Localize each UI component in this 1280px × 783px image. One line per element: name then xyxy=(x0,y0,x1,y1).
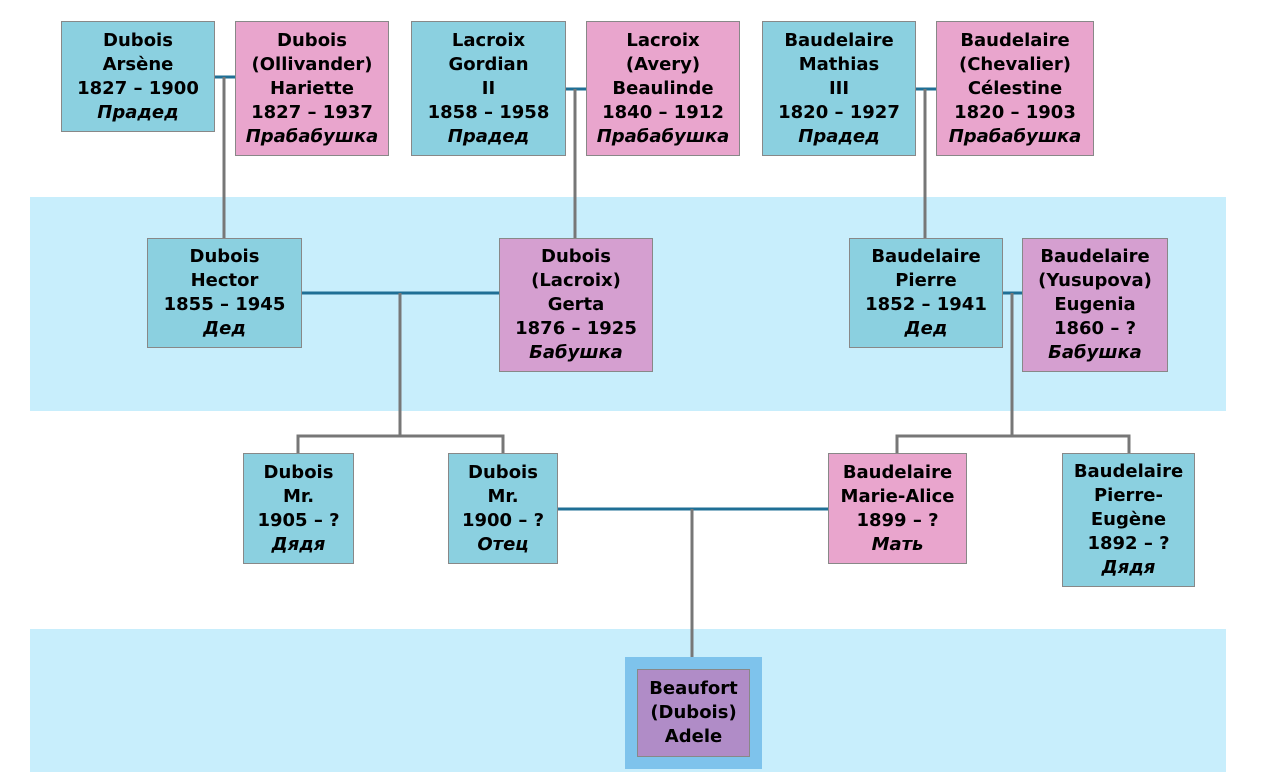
person-text-line: 1905 – ? xyxy=(257,509,340,531)
descent-lines xyxy=(222,77,1131,657)
person-text-line: Baudelaire xyxy=(842,461,953,483)
descent-line-hector-children xyxy=(296,293,505,453)
person-text-line: (Lacroix) xyxy=(531,270,621,291)
person-text-line: Hariette xyxy=(270,77,354,99)
person-text-line: 1820 – 1903 xyxy=(954,101,1076,123)
person-card-beaufort-adele[interactable]: Beaufort (Dubois) Adele xyxy=(637,669,750,757)
person-text-line: Gordian xyxy=(448,53,529,75)
person-role-label: Отец xyxy=(477,533,529,555)
person-text-line: Lacroix xyxy=(626,29,700,51)
person-role-label: Прадед xyxy=(447,125,530,147)
person-text-line: Dubois xyxy=(541,246,611,267)
person-text-line: Mr. xyxy=(487,485,519,507)
person-text-line: Lacroix xyxy=(451,29,526,51)
person-text-line: Baudelaire xyxy=(960,29,1070,51)
person-text-line: Baudelaire xyxy=(784,29,894,51)
person-text-line: Beaufort xyxy=(649,678,738,699)
person-role-label: Прабабушка xyxy=(245,125,379,147)
person-text-line: Eugenia xyxy=(1054,294,1136,315)
person-text-line: Dubois xyxy=(263,461,334,483)
person-text-line: 1820 – 1927 xyxy=(778,101,900,123)
person-text-line: 1900 – ? xyxy=(461,509,545,531)
person-text-line: (Ollivander) xyxy=(251,53,373,75)
person-text-line: Pierre- xyxy=(1093,485,1163,506)
person-text-line: Baudelaire xyxy=(1073,461,1184,482)
person-text-line: 1855 – 1945 xyxy=(163,294,286,315)
person-role-label: Прадед xyxy=(798,125,880,147)
person-text-line: Gerta xyxy=(547,294,605,315)
person-text-line: 1876 – 1925 xyxy=(515,318,637,339)
person-role-label: Бабушка xyxy=(1048,342,1142,363)
person-role-label: Бабушка xyxy=(529,342,623,363)
person-text-line: 1852 – 1941 xyxy=(865,294,987,315)
person-text-line: Pierre xyxy=(895,270,957,291)
person-text-line: Mathias xyxy=(798,53,880,75)
person-text-line: Baudelaire xyxy=(1040,246,1150,267)
person-role-label: Дед xyxy=(203,318,246,339)
person-text-line: 1827 – 1900 xyxy=(77,77,199,99)
person-text-line: Célestine xyxy=(967,77,1063,99)
subject-highlight-frame: Beaufort (Dubois) Adele xyxy=(625,657,762,769)
descent-line-pierre-children xyxy=(895,293,1131,453)
person-text-line: Dubois xyxy=(103,29,173,51)
person-text-line: 1860 – ? xyxy=(1053,318,1137,339)
person-text-line: Marie-Alice xyxy=(840,485,955,507)
person-text-line: Dubois xyxy=(277,29,347,51)
person-text-line: Mr. xyxy=(282,485,315,507)
person-text-line: Dubois xyxy=(189,246,260,267)
person-text-line: 1899 – ? xyxy=(856,509,939,531)
person-role-label: Дед xyxy=(904,318,948,339)
person-text-line: (Dubois) xyxy=(650,702,737,723)
person-role-label: Дядя xyxy=(1101,557,1156,578)
person-text-line: (Avery) xyxy=(625,53,701,75)
person-role-label: Прабабушка xyxy=(948,125,1082,147)
person-text-line: (Yusupova) xyxy=(1038,270,1152,291)
person-text-line: Dubois xyxy=(468,461,538,483)
person-text-line: Beaulinde xyxy=(612,77,714,99)
person-text-line: 1827 – 1937 xyxy=(251,101,373,123)
person-text-line: 1840 – 1912 xyxy=(602,101,724,123)
person-text-line: Eugène xyxy=(1090,509,1167,530)
person-card-baudelaire-eugenia[interactable]: Baudelaire (Yusupova) Eugenia 1860 – ? Бабуш… xyxy=(1022,238,1168,372)
person-text-line: (Chevalier) xyxy=(959,53,1071,75)
person-text-line: II xyxy=(481,77,496,99)
person-text-line: Adele xyxy=(664,726,723,747)
person-role-label: Прадед xyxy=(97,101,179,123)
person-text-line: 1892 – ? xyxy=(1087,533,1170,554)
person-role-label: Мать xyxy=(871,533,924,555)
person-text-line: Hector xyxy=(190,270,259,291)
person-text-line: 1858 – 1958 xyxy=(427,101,550,123)
person-role-label: Прабабушка xyxy=(596,125,730,147)
person-text-line: Baudelaire xyxy=(871,246,981,267)
person-text-line: III xyxy=(828,77,850,99)
person-role-label: Дядя xyxy=(271,533,326,555)
person-text-line: Arsène xyxy=(102,53,174,75)
